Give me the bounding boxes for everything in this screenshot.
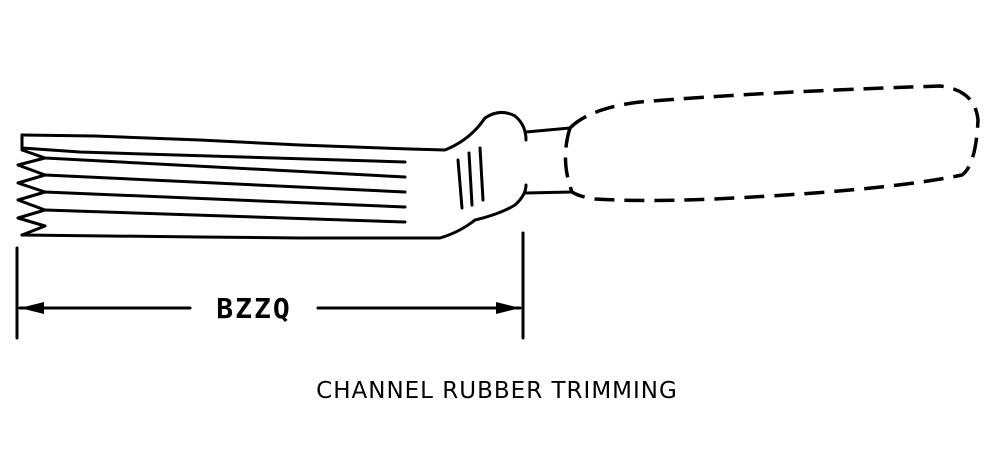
ferrule [524, 126, 574, 195]
left-arrowhead [20, 302, 44, 314]
handle-outline [568, 84, 980, 203]
blade [16, 111, 528, 240]
caption: CHANNEL RUBBER TRIMMING [316, 378, 678, 404]
dimension: BZZQ [15, 231, 525, 340]
dimension-label: BZZQ [216, 292, 291, 325]
right-arrowhead [496, 302, 520, 314]
